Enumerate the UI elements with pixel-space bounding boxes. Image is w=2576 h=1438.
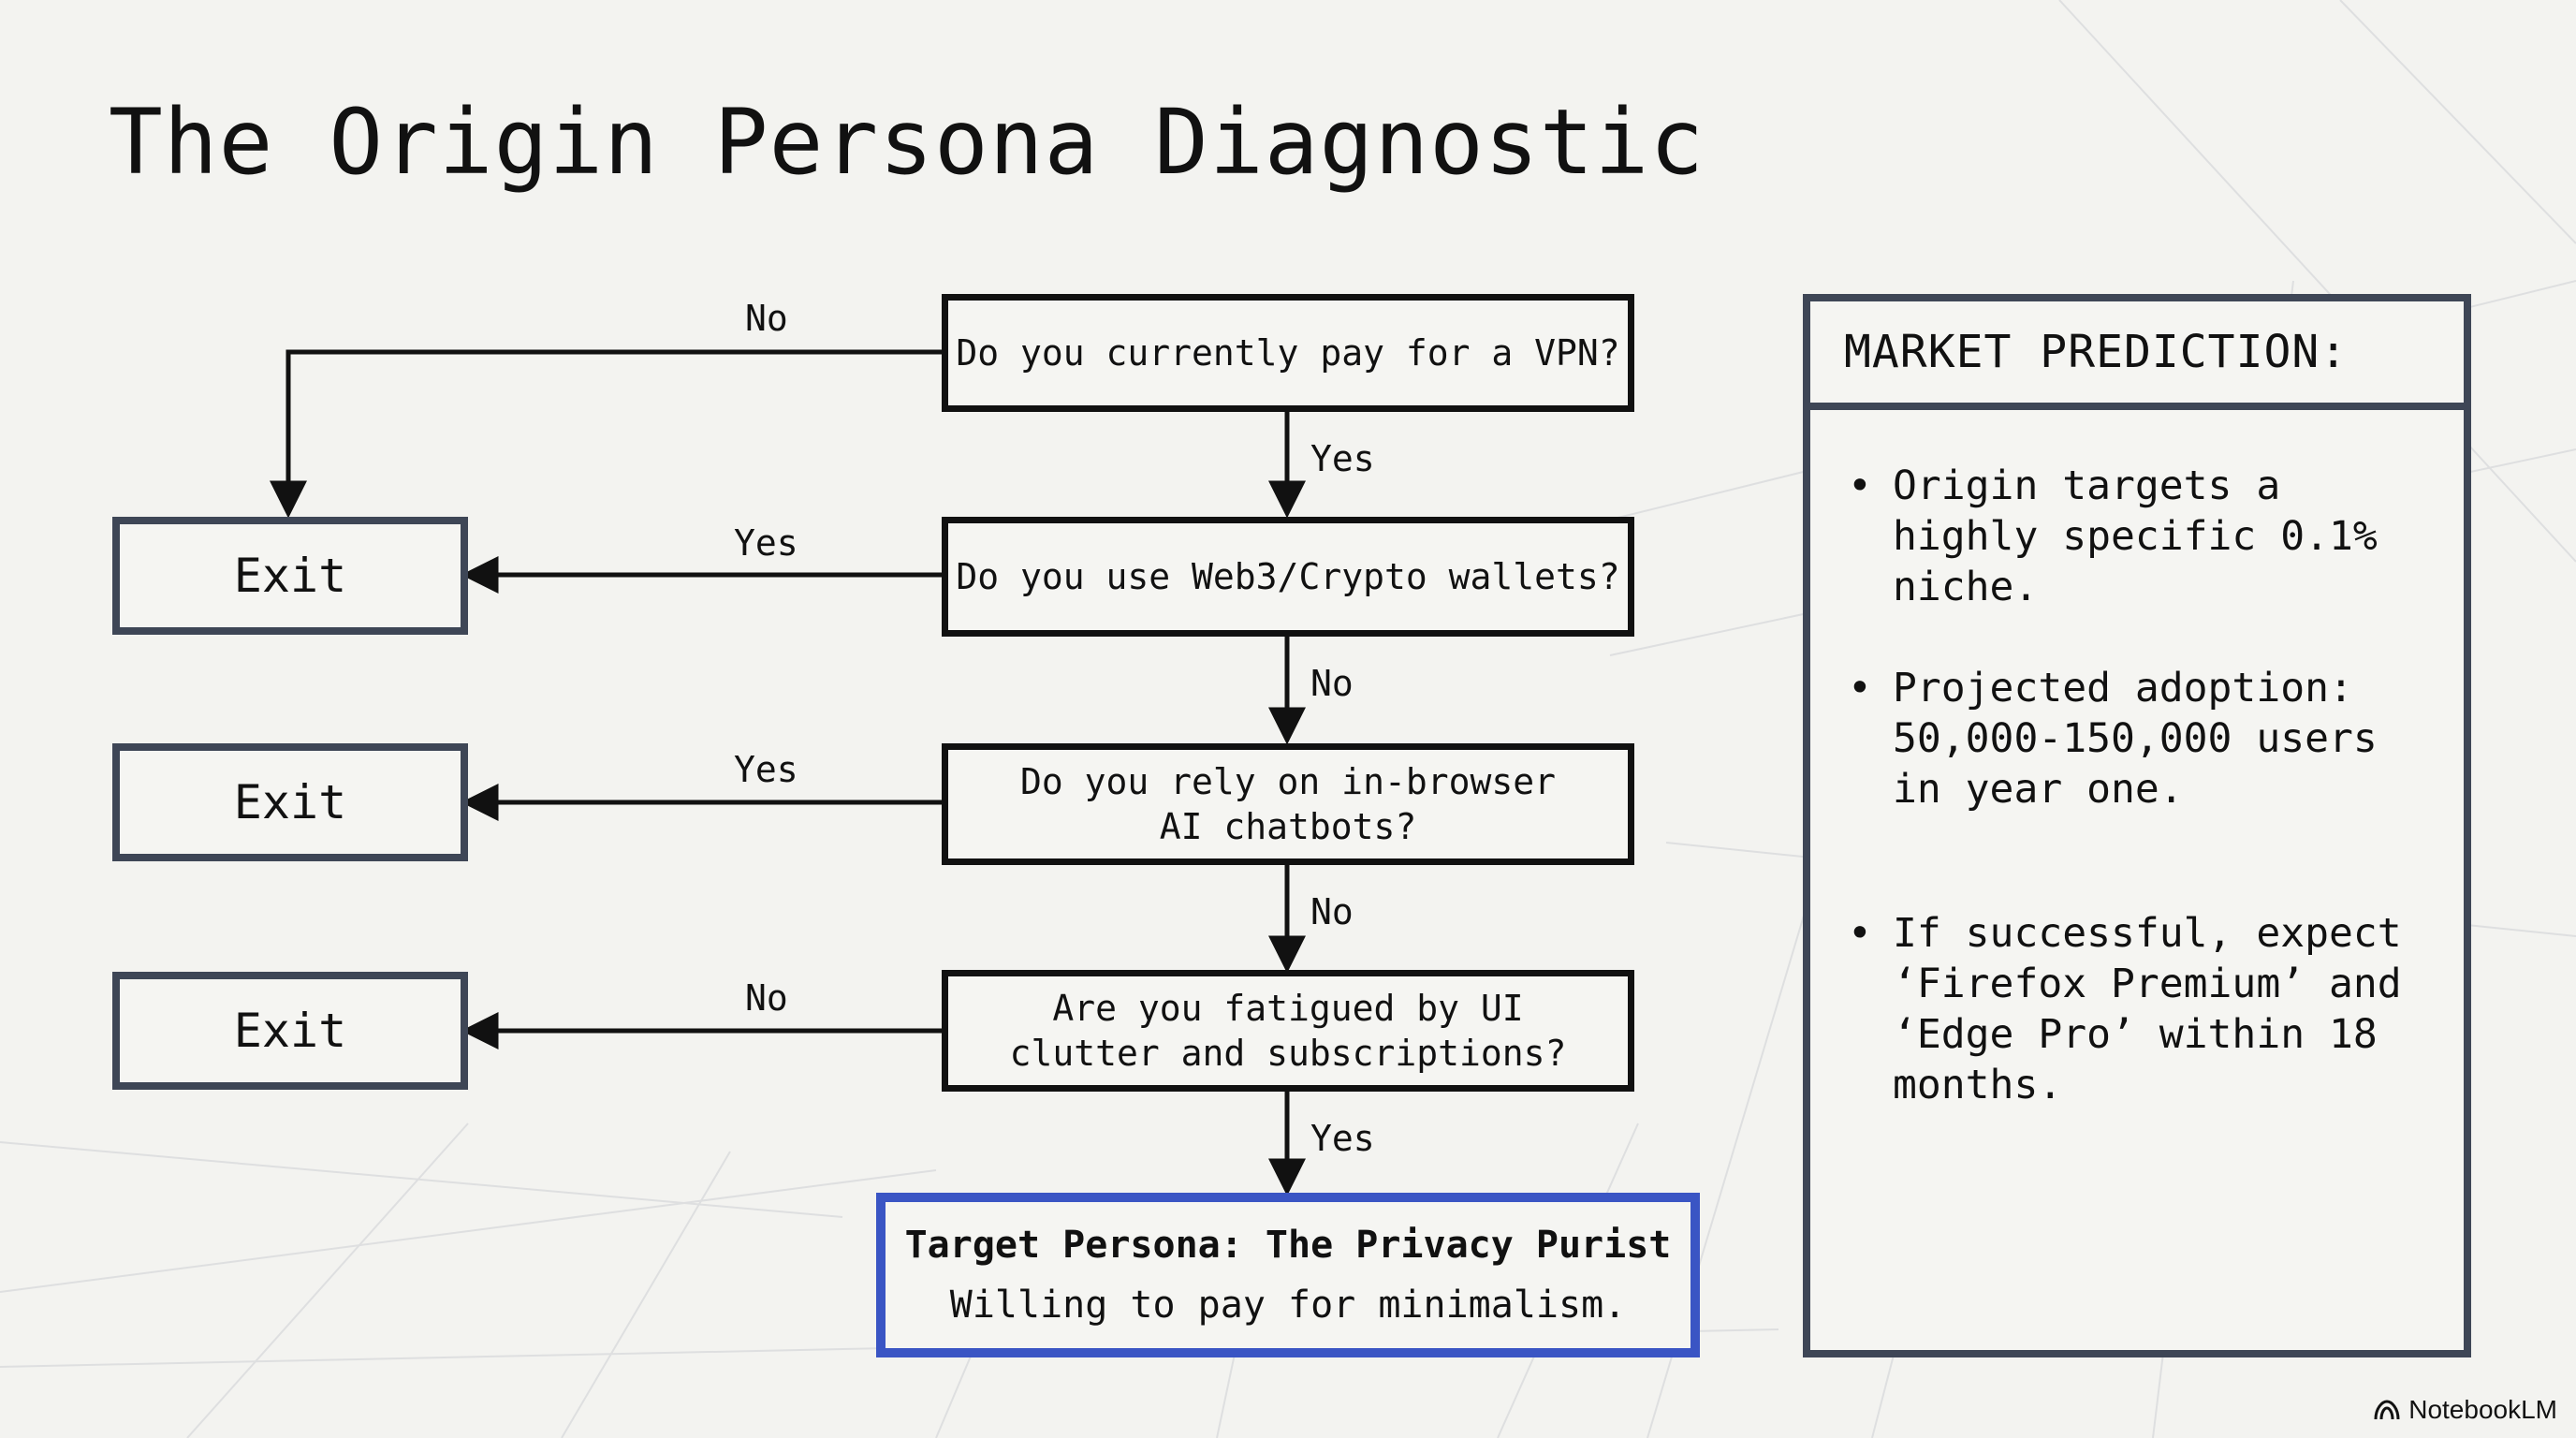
- exit-box-3: Exit: [112, 972, 468, 1090]
- target-persona-title: Target Persona: The Privacy Purist: [904, 1224, 1672, 1267]
- target-persona-subtitle: Willing to pay for minimalism.: [949, 1284, 1627, 1327]
- brand-name: NotebookLM: [2408, 1395, 2557, 1424]
- question-vpn: Do you currently pay for a VPN?: [942, 294, 1634, 412]
- page-title: The Origin Persona Diagnostic: [109, 90, 1705, 195]
- label-q4-yes: Yes: [1310, 1118, 1375, 1159]
- notebooklm-logo: NotebookLM: [2373, 1395, 2557, 1425]
- notebooklm-icon: [2374, 1400, 2400, 1420]
- target-persona-box: Target Persona: The Privacy Purist Willi…: [876, 1193, 1700, 1357]
- exit-box-1: Exit: [112, 517, 468, 635]
- question-ui-fatigue: Are you fatigued by UI clutter and subsc…: [942, 970, 1634, 1092]
- label-q4-no: No: [745, 977, 788, 1019]
- label-q2-yes: Yes: [734, 522, 798, 564]
- panel-header: MARKET PREDICTION:: [1810, 301, 2464, 410]
- connector-q1-no: [270, 349, 942, 519]
- question-ai-chatbots: Do you rely on in-browser AI chatbots?: [942, 743, 1634, 865]
- prediction-item: Origin targets a highly specific 0.1% ni…: [1848, 461, 2436, 612]
- label-q2-no: No: [1310, 663, 1354, 704]
- label-q3-no: No: [1310, 891, 1354, 932]
- label-q1-yes: Yes: [1310, 438, 1375, 479]
- label-q3-yes: Yes: [734, 749, 798, 790]
- prediction-item: Projected adoption: 50,000-150,000 users…: [1848, 663, 2436, 814]
- prediction-list: Origin targets a highly specific 0.1% ni…: [1810, 410, 2464, 1110]
- exit-box-2: Exit: [112, 743, 468, 861]
- prediction-item: If successful, expect ‘Firefox Premium’ …: [1848, 908, 2436, 1110]
- label-q1-no: No: [745, 298, 788, 339]
- market-prediction-panel: MARKET PREDICTION: Origin targets a high…: [1803, 294, 2471, 1357]
- question-crypto-wallets: Do you use Web3/Crypto wallets?: [942, 517, 1634, 637]
